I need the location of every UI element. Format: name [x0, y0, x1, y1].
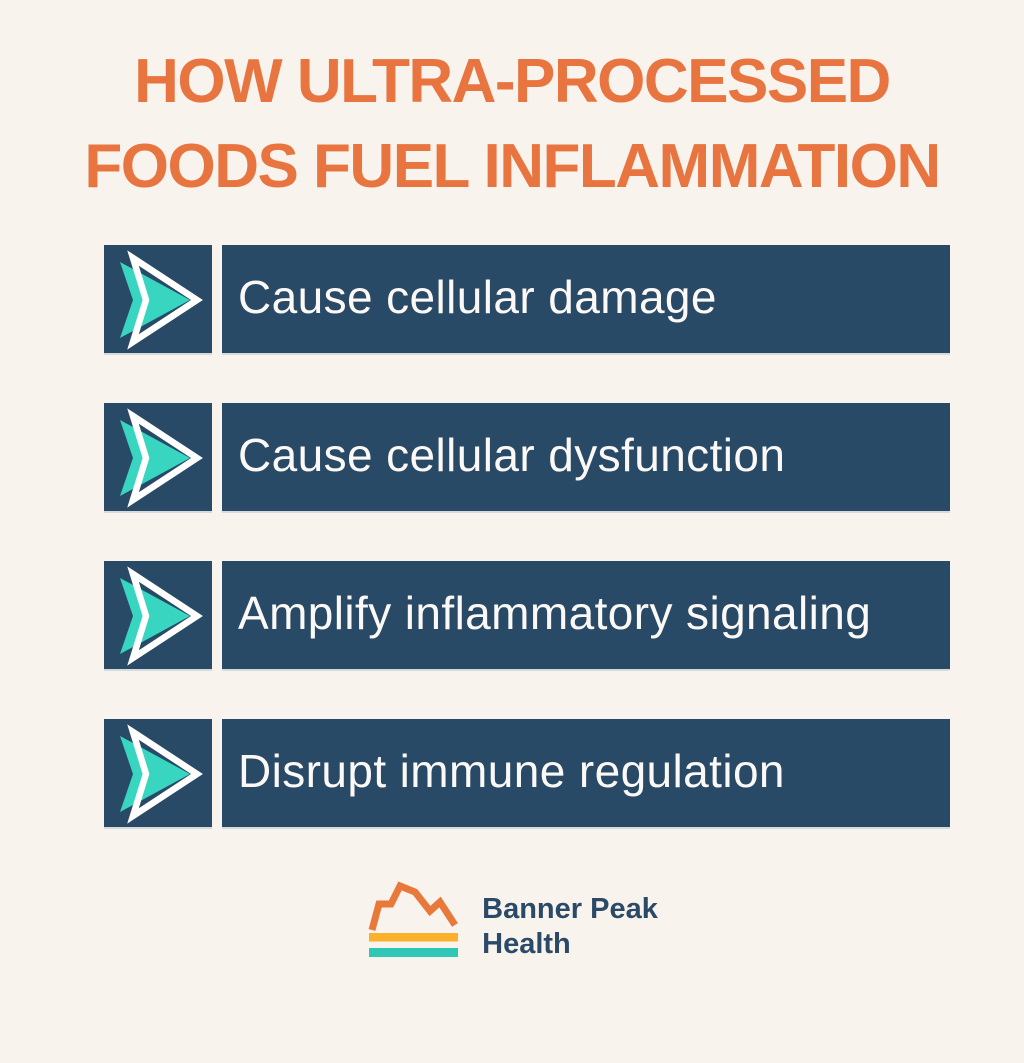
page-title: HOW ULTRA-PROCESSED FOODS FUEL INFLAMMAT… [0, 39, 1024, 209]
item-label: Amplify inflammatory signaling [238, 587, 872, 639]
brand-logo: Banner Peak Health [0, 881, 1024, 962]
brand-name-line-1: Banner Peak [482, 893, 658, 925]
item-bar: Cause cellular damage [222, 245, 950, 353]
infographic-page: HOW ULTRA-PROCESSED FOODS FUEL INFLAMMAT… [0, 39, 1024, 1063]
list-item: Cause cellular dysfunction [104, 403, 950, 511]
logo-yellow-bar [369, 933, 459, 942]
title-line-1: HOW ULTRA-PROCESSED [134, 47, 891, 116]
item-label: Cause cellular dysfunction [238, 429, 786, 481]
logo-teal-bar [369, 948, 459, 957]
mountain-logo-icon [368, 881, 459, 957]
list-item: Amplify inflammatory signaling [104, 561, 950, 669]
arrow-icon-box [104, 561, 212, 669]
arrow-icon [120, 566, 203, 666]
fact-list: Cause cellular damage Cause cellular dys… [0, 245, 1024, 827]
arrow-icon [120, 724, 203, 824]
arrow-icon [120, 408, 203, 508]
item-bar: Cause cellular dysfunction [222, 403, 950, 511]
item-label: Disrupt immune regulation [238, 745, 785, 797]
arrow-icon-box [104, 719, 212, 827]
title-line-2: FOODS FUEL INFLAMMATION [84, 132, 941, 201]
list-item: Cause cellular damage [104, 245, 950, 353]
arrow-icon-box [104, 403, 212, 511]
list-item: Disrupt immune regulation [104, 719, 950, 827]
item-label: Cause cellular damage [238, 271, 717, 323]
arrow-icon-box [104, 245, 212, 353]
arrow-icon [120, 250, 203, 350]
item-bar: Amplify inflammatory signaling [222, 561, 950, 669]
brand-name: Banner Peak Health [482, 892, 658, 962]
brand-name-line-2: Health [482, 928, 571, 960]
item-bar: Disrupt immune regulation [222, 719, 950, 827]
